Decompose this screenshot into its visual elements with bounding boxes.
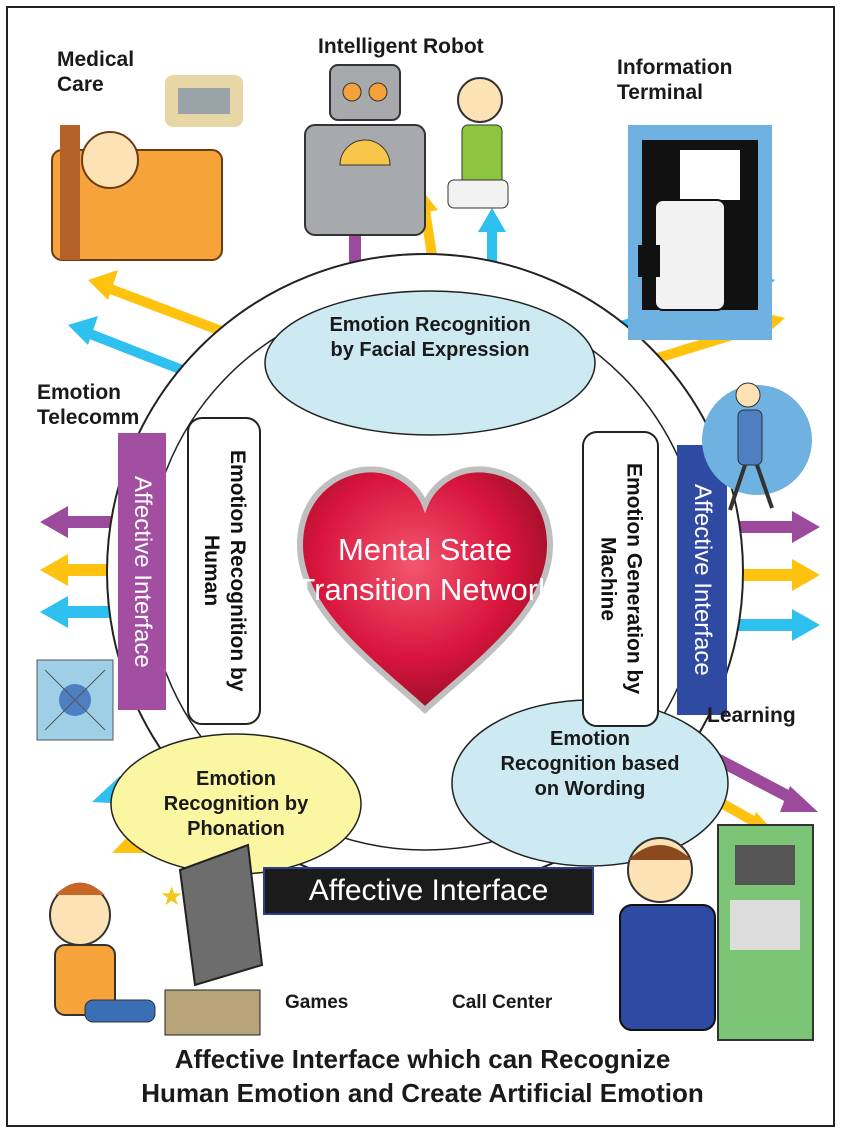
- arrow-cyan-medical: [78, 325, 197, 380]
- bar-left-text: Affective Interface: [129, 475, 156, 668]
- telecom-illustration: [36, 659, 114, 741]
- arrow-head-cyan-medical: [68, 316, 98, 345]
- label-games: Games: [285, 992, 349, 1013]
- svg-text:★: ★: [160, 882, 183, 912]
- arrow-head-yellow-medical: [88, 270, 118, 300]
- arrow-head-yellow-left: [40, 554, 68, 586]
- caption-line-1: Affective Interface which can Recognize: [174, 1044, 671, 1074]
- heart-shape: [296, 466, 554, 715]
- oval-facial-text: Emotion Recognition by Facial Expression: [329, 314, 531, 361]
- learning-illustration: [702, 382, 812, 511]
- arrow-head-cyan-left: [40, 596, 68, 628]
- arrow-head-purple-call: [780, 786, 818, 812]
- arrow-head-cyan-right: [792, 609, 820, 641]
- label-information-terminal: Information Terminal: [617, 56, 733, 104]
- call-center-illustration: [619, 824, 814, 1041]
- label-call-center: Call Center: [452, 992, 553, 1013]
- robot-illustration: [304, 64, 509, 236]
- arrow-head-yellow-right: [792, 559, 820, 591]
- medical-care-illustration: [51, 75, 243, 261]
- information-terminal-illustration: [628, 125, 772, 340]
- arrow-head-purple-right: [792, 511, 820, 543]
- bottom-affective-interface-bar: Affective Interface: [263, 867, 594, 915]
- bar-right: [677, 445, 727, 715]
- heart-label: Mental State Transition Network: [296, 532, 554, 607]
- oval-phonation-text: Emotion Recognition by Phonation: [163, 768, 309, 840]
- box-human-text: Emotion Recognition by Human: [200, 450, 249, 692]
- caption-line-2: Human Emotion and Create Artificial Emot…: [141, 1078, 704, 1108]
- oval-facial: [264, 290, 596, 436]
- label-medical-care: Medical Care: [57, 48, 135, 96]
- box-machine-text: Emotion Generation by Machine: [596, 463, 646, 695]
- figure-caption: Affective Interface which can Recognize …: [20, 1042, 825, 1110]
- games-illustration: ★: [49, 843, 264, 1036]
- arrow-head-purple-left: [40, 506, 68, 538]
- bar-left: [118, 433, 166, 710]
- oval-wording-text: Emotion Recognition based on Wording: [500, 728, 680, 800]
- label-learning: Learning: [707, 704, 796, 727]
- bar-right-text: Affective Interface: [689, 484, 716, 676]
- box-machine: [582, 431, 659, 727]
- page-border: [6, 6, 835, 1127]
- label-emotion-telecomm: Emotion Telecomm: [37, 381, 140, 429]
- box-human: [187, 417, 261, 725]
- arrow-head-cyan-robot: [478, 208, 506, 232]
- label-intelligent-robot: Intelligent Robot: [318, 35, 484, 58]
